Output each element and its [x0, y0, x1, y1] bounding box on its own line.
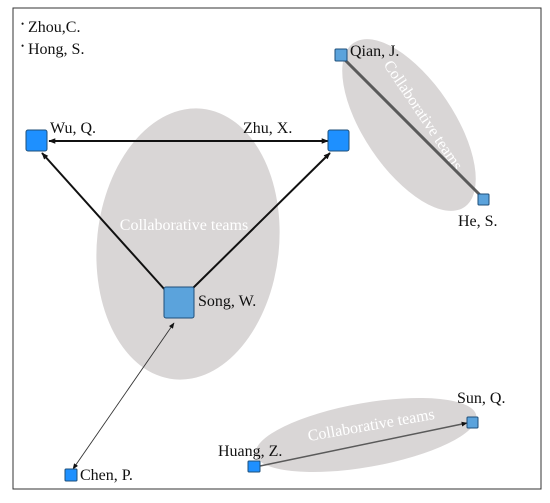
node-label: Qian, J.: [350, 43, 399, 60]
node-song[interactable]: Song, W.: [163, 286, 256, 319]
node-zhu[interactable]: Zhu, X.: [243, 120, 350, 152]
node-qian[interactable]: Qian, J.: [334, 43, 399, 62]
node-label: He, S.: [458, 213, 498, 230]
isolated-author-hong: Hong, S.: [28, 41, 84, 58]
cluster-ellipse: [96, 108, 280, 380]
edge-qian-he: [339, 54, 486, 201]
node-square[interactable]: [163, 286, 195, 319]
cluster-song-team: Collaborative teams: [96, 108, 280, 380]
node-square[interactable]: [477, 193, 490, 206]
edge-song-zhu: [191, 152, 331, 290]
edge-song-wu: [41, 152, 167, 292]
edges: [41, 54, 486, 470]
node-label: Chen, P.: [80, 467, 133, 484]
edge-huang-sun: [259, 421, 468, 467]
cluster-label: Collaborative teams: [120, 217, 248, 234]
node-huang[interactable]: Huang, Z.: [218, 443, 282, 473]
node-square[interactable]: [466, 416, 479, 429]
node-square[interactable]: [64, 468, 78, 482]
node-chen[interactable]: Chen, P.: [64, 467, 133, 484]
isolated-author-list: • Zhou,C. • Hong, S.: [21, 19, 84, 58]
node-sun[interactable]: Sun, Q.: [457, 390, 505, 429]
node-square[interactable]: [247, 460, 261, 473]
node-square[interactable]: [25, 129, 48, 152]
node-label: Song, W.: [198, 293, 256, 310]
isolated-author-bullet: •: [21, 19, 24, 29]
isolated-author-zhou: Zhou,C.: [28, 19, 80, 36]
isolated-author-bullet: •: [21, 41, 24, 51]
node-square[interactable]: [327, 129, 350, 152]
node-label: Zhu, X.: [243, 120, 292, 137]
node-he[interactable]: He, S.: [458, 193, 498, 230]
node-label: Wu, Q.: [50, 120, 96, 137]
cluster-ellipse: [255, 397, 477, 473]
node-label: Huang, Z.: [218, 443, 282, 460]
cluster-huang-team: Collaborative teams: [255, 397, 477, 473]
nodes: Wu, Q. Zhu, X. Song, W. Chen, P. Qian, J…: [25, 43, 505, 484]
node-square[interactable]: [334, 48, 348, 62]
node-label: Sun, Q.: [457, 390, 505, 407]
edge-song-chen: [72, 322, 175, 470]
node-wu[interactable]: Wu, Q.: [25, 120, 96, 152]
